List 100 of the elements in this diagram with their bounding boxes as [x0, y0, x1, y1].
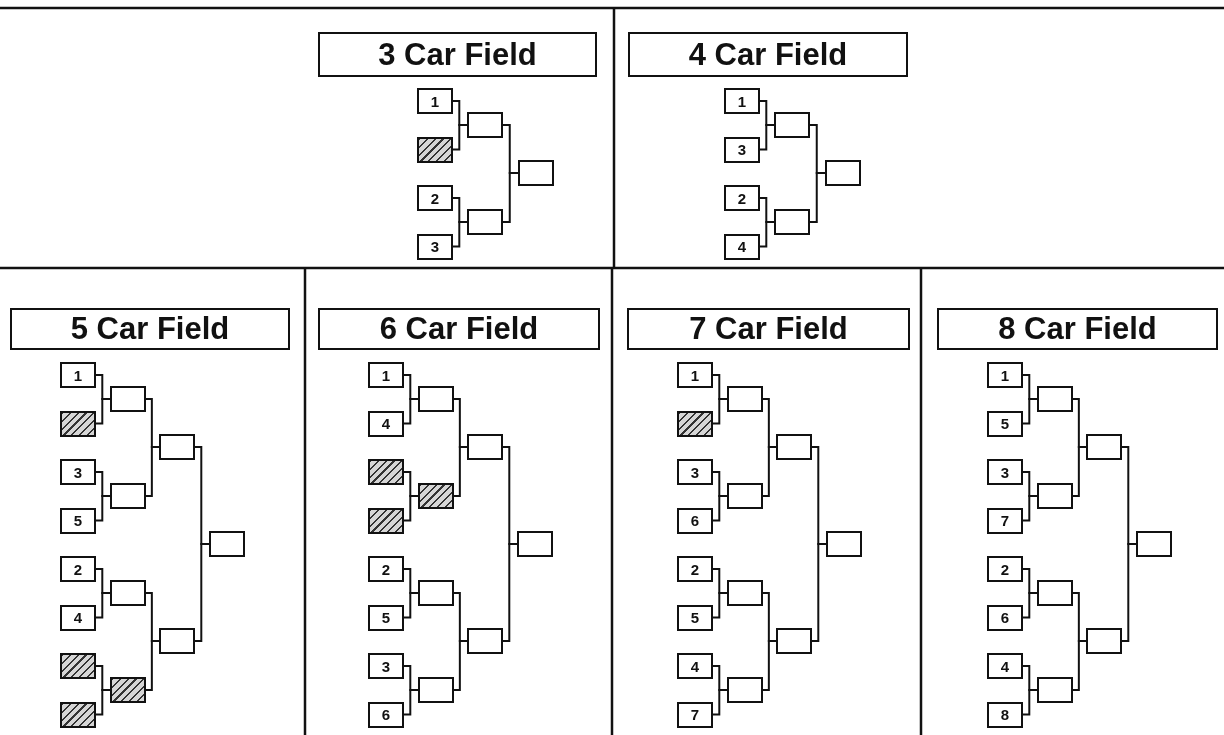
bracket-line [452, 221, 468, 248]
bracket-line [502, 543, 518, 642]
bracket-slot [159, 434, 195, 460]
seed-slot: 7 [987, 507, 1023, 534]
seed-slot: 4 [987, 653, 1023, 679]
seed-slot: 1 [60, 362, 96, 388]
seed-slot: 5 [368, 604, 404, 631]
bracket-slot [467, 628, 503, 654]
hatched-slot [60, 701, 96, 728]
hatched-slot [677, 410, 713, 437]
seed-slot: 3 [60, 459, 96, 485]
bracket-slot [1037, 677, 1073, 703]
bracket-line [95, 495, 111, 522]
bracket-line [95, 689, 111, 716]
hatched-slot [368, 459, 404, 485]
bracket-line [811, 543, 827, 642]
bracket-line [452, 124, 468, 151]
seed-slot: 2 [417, 185, 453, 211]
bracket-slot [467, 112, 503, 138]
bracket-line [403, 592, 419, 619]
bracket-line [762, 446, 777, 497]
seed-slot: 3 [987, 459, 1023, 485]
bracket-slot [774, 209, 810, 235]
bracket-line [1072, 640, 1087, 691]
bracket-line [403, 398, 419, 425]
seed-slot: 1 [368, 362, 404, 388]
bracket-line [762, 640, 777, 691]
hatched-slot [368, 507, 404, 534]
bracket-line [1022, 689, 1038, 716]
seed-slot: 4 [60, 604, 96, 631]
bracket-slot [727, 483, 763, 509]
hatched-slot [60, 653, 96, 679]
bracket-line [145, 640, 160, 691]
bracket-line [403, 495, 419, 522]
field-title: 5 Car Field [10, 308, 290, 350]
bracket-line [712, 592, 728, 619]
seed-slot: 6 [987, 604, 1023, 631]
seed-slot: 7 [677, 701, 713, 728]
bracket-slot [110, 483, 146, 509]
seed-slot: 8 [987, 701, 1023, 728]
seed-slot: 1 [987, 362, 1023, 388]
hatched-slot [418, 483, 454, 509]
hatched-slot [417, 136, 453, 163]
seed-slot: 3 [724, 136, 760, 163]
bracket-line [1022, 592, 1038, 619]
bracket-line [1022, 398, 1038, 425]
seed-slot: 2 [368, 556, 404, 582]
hatched-slot [60, 410, 96, 437]
bracket-slot [774, 112, 810, 138]
seed-slot: 3 [417, 233, 453, 260]
bracket-line [759, 221, 775, 248]
bracket-line [1022, 495, 1038, 522]
seed-slot: 2 [987, 556, 1023, 582]
seed-slot: 3 [677, 459, 713, 485]
field-title: 7 Car Field [627, 308, 910, 350]
bracket-line [194, 543, 210, 642]
seed-slot: 3 [368, 653, 404, 679]
bracket-slot [418, 386, 454, 412]
bracket-slot [418, 580, 454, 606]
bracket-slot [776, 434, 812, 460]
bracket-slot [727, 580, 763, 606]
bracket-line [1121, 543, 1137, 642]
bracket-slot [517, 531, 553, 557]
bracket-slot [1037, 580, 1073, 606]
seed-slot: 2 [677, 556, 713, 582]
bracket-slot [1037, 483, 1073, 509]
field-title: 3 Car Field [318, 32, 597, 77]
bracket-line [712, 689, 728, 716]
bracket-slot [727, 386, 763, 412]
seed-slot: 1 [724, 88, 760, 114]
bracket-slot [159, 628, 195, 654]
bracket-line [95, 592, 111, 619]
field-title: 6 Car Field [318, 308, 600, 350]
bracket-line [1072, 446, 1087, 497]
bracket-line [809, 172, 826, 223]
bracket-slot [1086, 434, 1122, 460]
bracket-slot [1086, 628, 1122, 654]
seed-slot: 4 [677, 653, 713, 679]
bracket-slot [727, 677, 763, 703]
bracket-slot [110, 386, 146, 412]
bracket-line [453, 446, 468, 497]
hatched-slot [110, 677, 146, 703]
seed-slot: 5 [60, 507, 96, 534]
bracket-slot [518, 160, 554, 186]
bracket-line [502, 172, 519, 223]
bracket-line [403, 689, 419, 716]
bracket-slot [825, 160, 861, 186]
bracket-slot [209, 531, 245, 557]
bracket-slot [1037, 386, 1073, 412]
bracket-line [145, 446, 160, 497]
bracket-slot [467, 209, 503, 235]
bracket-slot [1136, 531, 1172, 557]
bracket-slot [467, 434, 503, 460]
bracket-line [712, 398, 728, 425]
field-title: 8 Car Field [937, 308, 1218, 350]
bracket-line [453, 640, 468, 691]
bracket-slot [776, 628, 812, 654]
bracket-slot [826, 531, 862, 557]
seed-slot: 1 [677, 362, 713, 388]
seed-slot: 1 [417, 88, 453, 114]
